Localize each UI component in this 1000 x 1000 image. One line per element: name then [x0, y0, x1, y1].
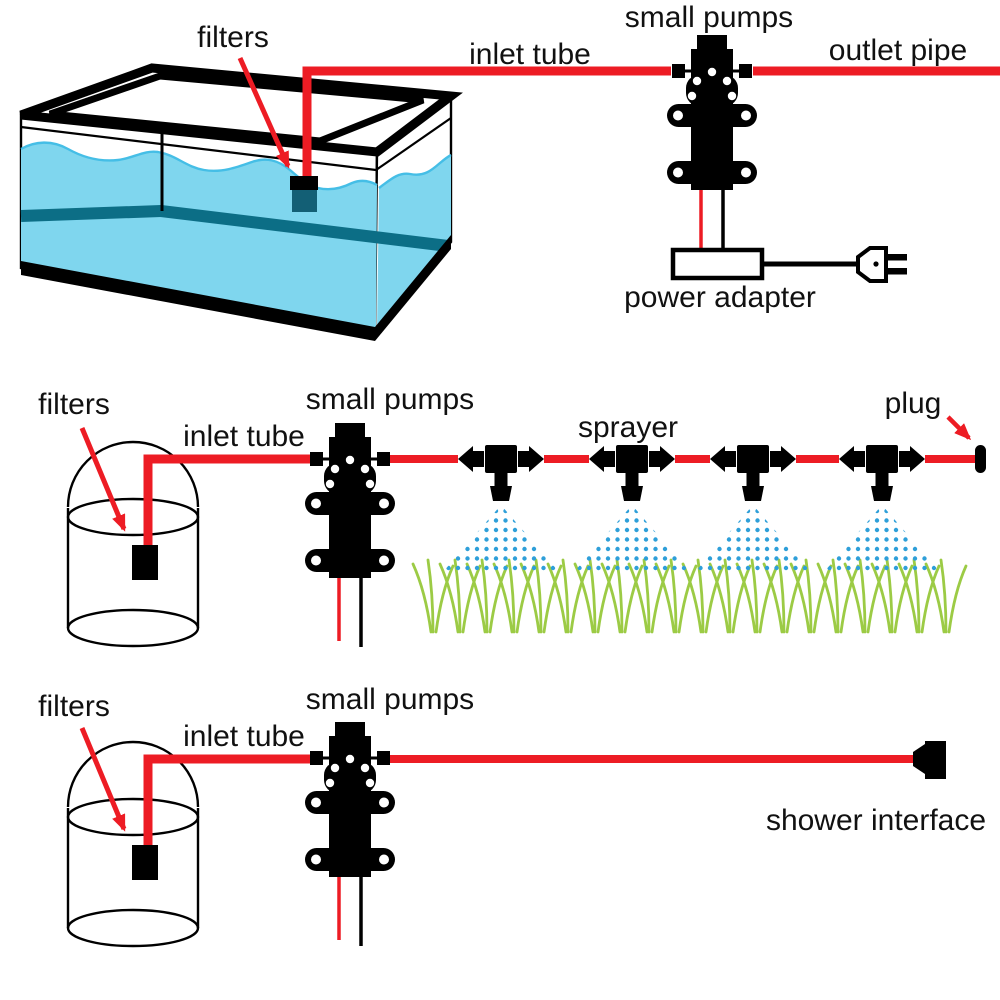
tank-base-front — [21, 261, 375, 341]
filters-label: filters — [38, 690, 110, 723]
mist-spray — [443, 505, 559, 572]
filter-body — [292, 190, 317, 212]
sprayer-label: sprayer — [578, 411, 678, 444]
inlet-tube-label: inlet tube — [469, 38, 591, 71]
plug-arrow — [946, 415, 972, 441]
filters-label: filters — [197, 21, 269, 54]
tank-inner-bottom-edge-right — [160, 205, 449, 252]
mist-spray — [574, 505, 690, 572]
power-plug — [856, 246, 907, 283]
plug-prong-bottom — [886, 268, 907, 275]
tank-inner-bottom-edge-left — [20, 205, 162, 222]
filter — [132, 545, 158, 580]
inlet-tube — [143, 754, 310, 849]
shower-interface-connector — [913, 741, 946, 779]
mist-spray — [824, 505, 940, 572]
water-surface-wave — [20, 141, 378, 191]
inlet-tube-label: inlet tube — [183, 720, 305, 753]
tank-rim-inner — [48, 72, 425, 145]
filters-arrow — [79, 427, 127, 532]
inlet-tube — [302, 66, 671, 180]
filter-cap — [290, 176, 318, 190]
filters-arrow — [79, 727, 127, 832]
shower-section: filters inlet tube small pumps shower in… — [38, 683, 986, 948]
plug-prong-top — [886, 254, 907, 261]
aquarium-section: filters inlet tube small pumps outlet pi… — [19, 1, 1000, 341]
shower-interface-label: shower interface — [766, 804, 986, 837]
plug-label: plug — [885, 387, 942, 420]
outlet-pipe-label: outlet pipe — [829, 34, 967, 67]
rim-lower-edge-side — [375, 117, 452, 171]
rim-lower-edge-front — [20, 125, 377, 172]
tank-water — [21, 142, 377, 331]
inlet-tube — [143, 454, 310, 549]
water-surface-wave-side — [378, 153, 452, 189]
irrigation-section: filters inlet tube small pumps sprayer p… — [38, 383, 986, 649]
tank-base-side — [375, 235, 451, 341]
filters-label: filters — [38, 388, 110, 421]
inlet-tube-label: inlet tube — [183, 420, 305, 453]
small-pumps-label: small pumps — [306, 383, 474, 416]
power-adapter — [670, 247, 765, 281]
fish-tank — [19, 63, 463, 341]
small-pumps-label: small pumps — [306, 683, 474, 716]
filters-arrow — [237, 56, 291, 169]
filter — [132, 845, 158, 880]
mist-spray — [695, 505, 811, 572]
power-adapter-label: power adapter — [624, 281, 816, 314]
end-plug — [975, 445, 986, 473]
small-pumps-label: small pumps — [625, 1, 793, 34]
